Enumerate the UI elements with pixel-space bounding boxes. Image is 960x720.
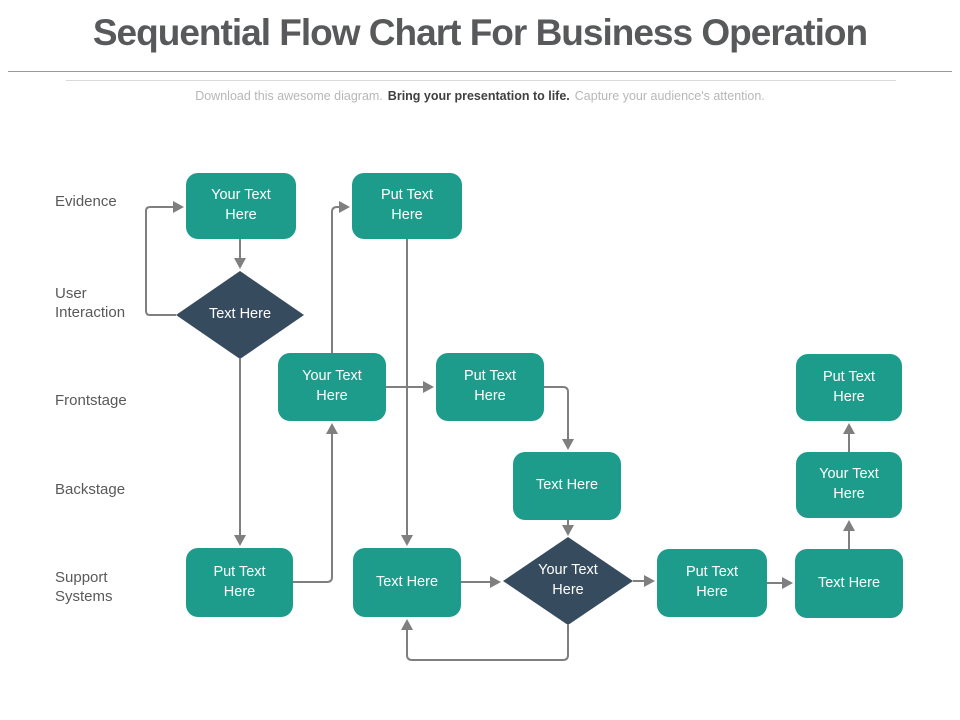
connector-d1-to-b1 [145,201,184,316]
subtitle-part-2: Bring your presentation to life. [387,89,570,103]
subtitle-part-3: Capture your audience's attention. [574,89,765,103]
node-frontstage-put-text-here-right[interactable]: Put Text Here [796,354,902,421]
node-support-put-text-here[interactable]: Put Text Here [186,548,293,617]
slide-subtitle: Download this awesome diagram. Bring your… [0,89,960,103]
row-label-user-interaction: User Interaction [55,285,126,322]
node-label: Your Text Here [211,187,271,223]
node-label: Text Here [375,573,439,590]
node-frontstage-your-text-here[interactable]: Your Text Here [278,353,386,421]
title-divider-secondary [66,80,896,81]
node-label: Text Here [208,306,272,323]
node-label: Put Text Here [685,564,739,600]
node-label: Your Text Here [302,368,362,404]
node-label: Put Text Here [380,187,434,223]
connector-b4-to-b6 [544,386,574,450]
node-label: Text Here [535,477,599,494]
node-evidence-your-text-here[interactable]: Your Text Here [186,173,296,239]
node-label: Text Here [817,574,881,591]
slide-title: Sequential Flow Chart For Business Opera… [92,12,868,53]
node-backstage-text-here[interactable]: Text Here [513,452,621,520]
node-evidence-put-text-here[interactable]: Put Text Here [352,173,462,239]
connector-b3-to-b2 [331,201,350,353]
title-divider-primary [8,71,952,72]
row-label-frontstage: Frontstage [55,392,127,409]
node-support-text-here-2[interactable]: Text Here [795,549,903,618]
connector-b8-to-b3 [293,423,338,583]
node-label: Put Text Here [463,368,517,404]
subtitle-part-1: Download this awesome diagram. [195,89,383,103]
row-label-backstage: Backstage [55,481,126,498]
node-label: Put Text Here [822,368,876,405]
connector-d2-to-b9 [401,619,569,661]
node-label: Your Text Here [538,562,598,598]
node-frontstage-put-text-here[interactable]: Put Text Here [436,353,544,421]
node-backstage-your-text-here[interactable]: Your Text Here [796,452,902,518]
row-label-support-systems: Support Systems [55,569,113,606]
node-label: Put Text Here [213,563,266,600]
node-support-put-text-here-2[interactable]: Put Text Here [657,549,767,617]
node-support-text-here[interactable]: Text Here [353,548,461,617]
node-label: Your Text Here [819,466,879,502]
row-label-evidence: Evidence [55,193,117,210]
